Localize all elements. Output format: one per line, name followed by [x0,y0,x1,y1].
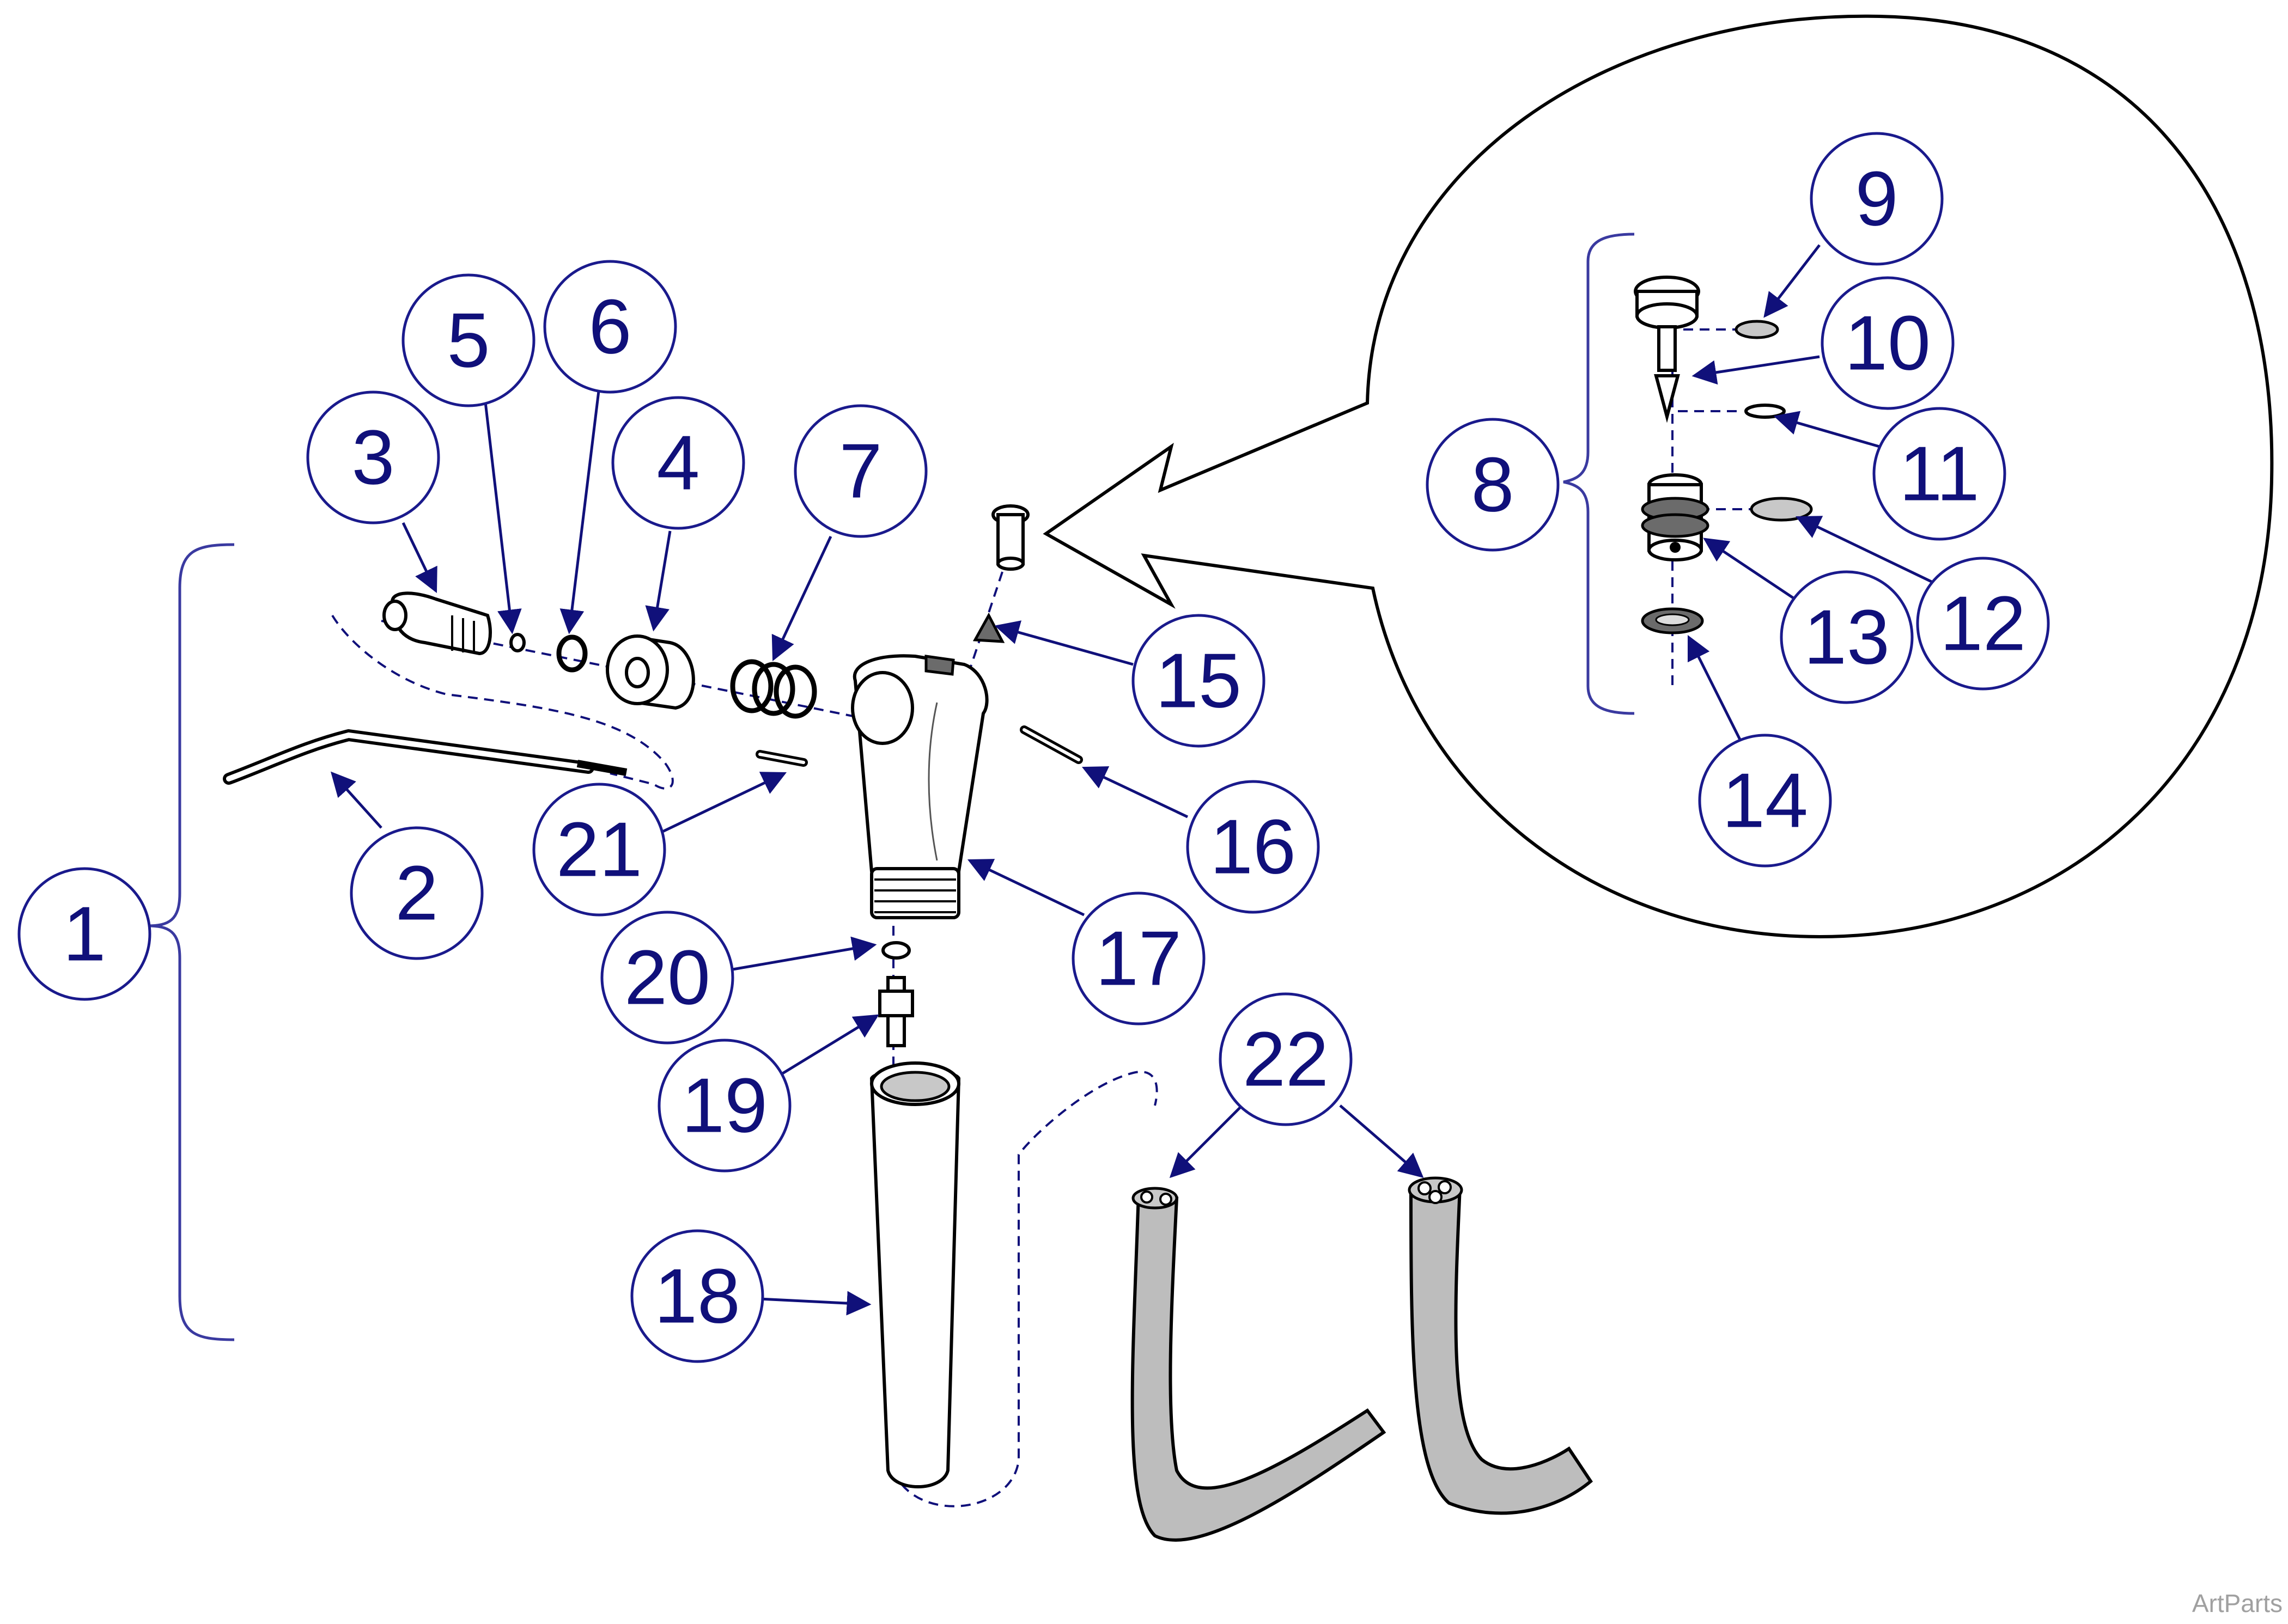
svg-text:14: 14 [1722,758,1808,844]
leader-19 [778,1014,879,1077]
svg-text:4: 4 [657,420,700,506]
detail-part-13-valve-body [1641,473,1709,561]
callout-22: 22 [1219,992,1353,1126]
callout-19: 19 [658,1039,792,1173]
svg-text:9: 9 [1855,156,1898,242]
detail-part-10-valve-stem [1634,276,1700,423]
leader-14 [1687,634,1745,747]
svg-text:5: 5 [447,297,490,384]
svg-text:18: 18 [654,1253,740,1340]
leader-21 [658,772,787,835]
leader-6 [559,386,601,634]
part-19-fitting [878,976,914,1047]
part-2-wand-tip [576,760,628,776]
artparts-watermark: ArtParts [2192,1589,2283,1617]
leader-4 [645,530,672,632]
svg-text:16: 16 [1210,804,1296,890]
leader-12 [1795,516,1940,587]
callout-4: 4 [611,396,745,530]
callout-12: 12 [1916,557,2050,691]
leader-9 [1763,244,1821,318]
svg-text:10: 10 [1845,300,1931,387]
svg-text:21: 21 [556,807,642,893]
part-22-hose-left [1130,1187,1386,1542]
svg-text:1: 1 [63,891,106,978]
leader-3 [401,522,437,594]
leader-22b [1339,1104,1424,1178]
svg-text:11: 11 [1899,431,1979,517]
callout-3: 3 [306,390,440,524]
svg-text:17: 17 [1096,915,1182,1002]
callout-14: 14 [1698,734,1832,868]
part-22-hose-right [1408,1176,1593,1515]
part-8-valve-small [991,504,1030,571]
leader-7 [771,535,832,662]
callout-5: 5 [401,273,536,407]
leader-5 [483,397,522,634]
part-5-small-oring [509,633,526,652]
leader-10 [1691,355,1820,385]
leader-13 [1703,538,1804,606]
callout-13: 13 [1780,570,1914,704]
callout-7: 7 [794,404,928,538]
svg-text:7: 7 [839,428,883,515]
svg-text:20: 20 [624,935,710,1021]
leader-11 [1773,411,1880,448]
callout-21: 21 [532,783,666,917]
part-17-handpiece-head [851,654,989,919]
leader-2 [330,771,382,829]
part-7-springs [730,659,817,719]
svg-text:13: 13 [1804,594,1890,681]
leader-18 [759,1291,872,1316]
callout-15: 15 [1131,614,1265,748]
dashed-outline-tip-group [331,614,674,790]
callout-1: 1 [17,867,151,1001]
part-3-tip-body [382,591,492,656]
svg-text:2: 2 [395,850,439,937]
callout-2: 2 [350,826,484,960]
callout-20: 20 [600,911,734,1045]
leader-20 [732,936,877,971]
assembly-bracket-1 [147,543,235,1341]
assembly-bracket-8 [1563,233,1635,715]
svg-text:8: 8 [1471,442,1514,528]
svg-text:15: 15 [1155,638,1242,724]
callout-6: 6 [543,260,677,394]
leader-17 [967,859,1085,917]
callout-17: 17 [1072,892,1206,1025]
svg-text:3: 3 [352,414,395,501]
callout-16: 16 [1186,780,1320,914]
part-4-bushing [606,634,695,710]
callout-10: 10 [1821,276,1955,410]
dashed-outline-handle-group [892,1071,1158,1507]
svg-text:12: 12 [1940,581,2026,667]
svg-text:19: 19 [681,1063,768,1149]
callout-18: 18 [630,1229,764,1363]
part-6-oring [556,634,588,673]
callout-8: 8 [1426,418,1560,552]
leader-16 [1081,766,1189,819]
leader-22a [1169,1104,1243,1179]
part-2-wand-tube-inner [226,732,591,782]
callout-9: 9 [1810,132,1944,266]
leader-15 [994,620,1134,666]
detail-part-9-washer [1735,320,1779,339]
part-18-handle [869,1061,961,1488]
detail-part-12-washer [1750,497,1813,522]
part-20-washer [881,941,911,960]
svg-text:6: 6 [589,284,632,370]
part-15-cone-spring [972,612,1005,643]
svg-text:22: 22 [1243,1016,1329,1103]
callout-11: 11 [1872,407,2006,541]
